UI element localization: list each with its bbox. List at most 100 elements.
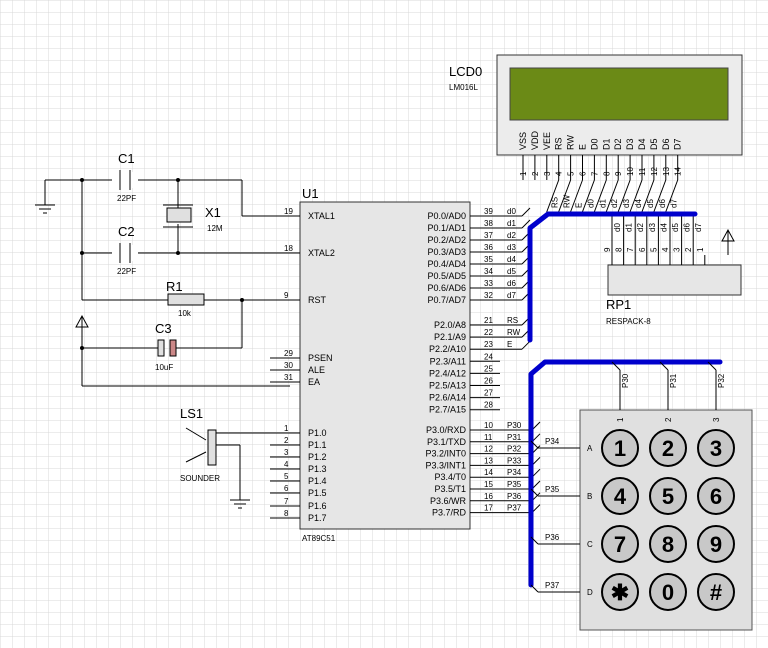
lcd-display[interactable]: LCD0 LM016L VSS1VDD2VEE3RS4RW5E6D07D18D2… — [449, 54, 743, 213]
lcd-pin-number: 13 — [662, 167, 671, 176]
u1-pin-name: EA — [308, 377, 320, 387]
u1-pin-name: P1.2 — [308, 452, 327, 462]
sounder-ls1[interactable]: LS1 SOUNDER — [180, 406, 290, 509]
rp1-pin-number: 8 — [615, 247, 624, 252]
u1-pin-number: 2 — [284, 436, 289, 445]
u1-pin-name: P0.1/AD1 — [427, 223, 466, 233]
u1-pin-number: 25 — [484, 364, 493, 373]
u1-pin-number: 14 — [484, 468, 493, 477]
u1-pin-number: 34 — [484, 267, 493, 276]
u1-pin-number: 11 — [484, 433, 493, 442]
u1-pin-number: 4 — [284, 460, 289, 469]
keypad-key-label: 5 — [662, 484, 674, 509]
lcd-net-label: d5 — [646, 199, 655, 208]
u1-pin-name: P2.1/A9 — [434, 332, 466, 342]
u1-pin-number: 10 — [484, 421, 493, 430]
lcd-net-label: E — [575, 203, 584, 208]
u1-pin-name: P2.2/A10 — [429, 344, 466, 354]
keypad-key[interactable]: 0 — [649, 573, 687, 611]
lcd-net-label: d1 — [598, 199, 607, 208]
ls1-value: SOUNDER — [180, 474, 220, 483]
u1-pin-name: P2.5/A13 — [429, 381, 466, 391]
u1-pin-number: 29 — [284, 349, 293, 358]
c2-value: 22PF — [117, 267, 136, 276]
u1-ref: U1 — [302, 186, 319, 201]
r1-value: 10k — [178, 309, 192, 318]
lcd-pin-number: 10 — [626, 167, 635, 176]
u1-net-label: P35 — [507, 480, 522, 489]
lcd-net-label: RS — [551, 197, 560, 208]
u1-net-label: P33 — [507, 456, 522, 465]
u1-pin-number: 38 — [484, 219, 493, 228]
u1-pin-name: PSEN — [308, 353, 333, 363]
lcd-ref: LCD0 — [449, 64, 482, 79]
lcd-pin-label: D7 — [673, 138, 683, 150]
u1-pin-number: 26 — [484, 377, 493, 386]
u1-pin-number: 16 — [484, 492, 493, 501]
rp1-net-label: d7 — [694, 223, 703, 232]
microcontroller-u1[interactable]: U1 AT89C51 XTAL119XTAL218RST9PSEN29ALE30… — [270, 186, 541, 543]
rp1-pin-number: 9 — [603, 247, 612, 252]
u1-pin-number: 18 — [284, 244, 293, 253]
lcd-net-label: RW — [563, 194, 572, 208]
keypad-key[interactable]: 1 — [601, 429, 639, 467]
u1-pin-name: P2.7/A15 — [429, 405, 466, 415]
keypad-key[interactable]: 7 — [601, 525, 639, 563]
keypad-row-net: P35 — [545, 485, 560, 494]
keypad-key[interactable]: 4 — [601, 477, 639, 515]
u1-pin-name: P2.6/A14 — [429, 393, 466, 403]
u1-pin-name: P0.7/AD7 — [427, 295, 466, 305]
u1-net-label: P34 — [507, 468, 522, 477]
u1-pin-number: 36 — [484, 243, 493, 252]
u1-pin-number: 28 — [484, 401, 493, 410]
ls1-ref: LS1 — [180, 406, 203, 421]
u1-pin-number: 5 — [284, 472, 289, 481]
u1-net-label: P36 — [507, 492, 522, 501]
keypad-key[interactable]: 3 — [697, 429, 735, 467]
u1-net-label: d6 — [507, 279, 516, 288]
keypad-key[interactable]: 2 — [649, 429, 687, 467]
rp1-net-label: d1 — [625, 223, 634, 232]
lcd-pin-label: RW — [566, 135, 576, 150]
u1-pin-name: XTAL2 — [308, 248, 335, 258]
u1-pin-name: RST — [308, 295, 327, 305]
keypad-row-net: P37 — [545, 581, 560, 590]
u1-pin-number: 12 — [484, 445, 493, 454]
lcd-pin-label: D3 — [625, 138, 635, 150]
u1-pin-name: P3.0/RXD — [426, 425, 467, 435]
lcd-pin-number: 3 — [543, 171, 552, 176]
keypad-key[interactable]: 9 — [697, 525, 735, 563]
u1-net-label: d3 — [507, 243, 516, 252]
lcd-net-label: d3 — [622, 199, 631, 208]
keypad-key[interactable]: 5 — [649, 477, 687, 515]
lcd-pin-number: 9 — [614, 171, 623, 176]
u1-pin-name: P3.3/INT1 — [425, 460, 466, 470]
keypad-key[interactable]: 8 — [649, 525, 687, 563]
u1-pin-number: 35 — [484, 255, 493, 264]
keypad-key[interactable]: 6 — [697, 477, 735, 515]
u1-pin-number: 7 — [284, 497, 289, 506]
c1-value: 22PF — [117, 194, 136, 203]
u1-pin-name: P0.5/AD5 — [427, 271, 466, 281]
u1-pin-number: 23 — [484, 340, 493, 349]
keypad-row-letter: D — [587, 588, 593, 597]
lcd-pin-label: RS — [554, 137, 564, 150]
u1-pin-number: 39 — [484, 207, 493, 216]
keypad-key[interactable]: ✱ — [601, 573, 639, 611]
lcd-pin-number: 11 — [638, 167, 647, 176]
rp1-pin-number: 6 — [638, 247, 647, 252]
lcd-pin-label: VEE — [542, 132, 552, 150]
u1-pin-number: 37 — [484, 231, 493, 240]
lcd-pin-number: 12 — [650, 167, 659, 176]
u1-pin-name: P0.2/AD2 — [427, 235, 466, 245]
keypad-key-label: 1 — [614, 436, 626, 461]
rp1-pin-number: 7 — [626, 247, 635, 252]
lcd-pin-number: 6 — [579, 171, 588, 176]
keypad-key[interactable]: # — [697, 573, 735, 611]
lcd-pin-number: 4 — [555, 171, 564, 176]
keypad-row-letter: C — [587, 540, 593, 549]
keypad-col-number: 1 — [616, 417, 625, 422]
